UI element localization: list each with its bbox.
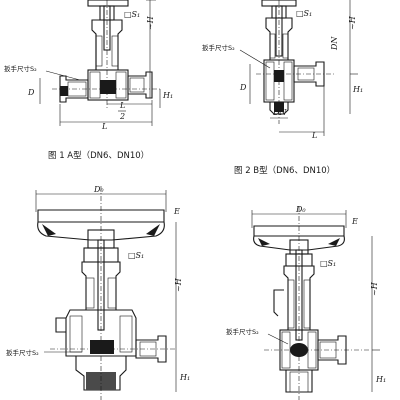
figure-1-caption: 图 1 A型（DN6、DN10） — [48, 150, 149, 161]
dim-e-label: E — [351, 217, 358, 226]
figure-4-valve-handwheel: D₀ E □S₁ ~H H₁ — [226, 205, 386, 400]
dim-s1-label: □S₁ — [128, 251, 144, 260]
dim-h-label: ~H — [370, 281, 379, 296]
dim-l-label: L — [311, 131, 317, 140]
wrench-size-label: 扳手尺寸S₂ — [226, 327, 259, 336]
dim-h-label: ~H — [348, 15, 357, 30]
dim-s1-label: □S₁ — [296, 9, 312, 18]
dim-h1-label: H₁ — [179, 373, 190, 382]
dim-h-label: ~H — [146, 15, 155, 30]
figure-3-valve-handwheel: D₀ E □S₁ ~H H₁ — [6, 185, 190, 400]
figure-2-caption: 图 2 B型（DN6、DN10） — [234, 165, 335, 176]
wrench-size-label: 扳手尺寸S₂ — [202, 43, 235, 52]
dim-h-label: ~H — [174, 277, 183, 292]
dim-h1-label: H₁ — [375, 375, 386, 384]
dim-h1-label: H₁ — [352, 85, 363, 94]
wrench-size-label: 扳手尺寸S₂ — [6, 348, 39, 357]
dim-dn-side-label: DN — [330, 36, 339, 51]
dim-d-label: D — [27, 88, 35, 97]
figure-1-valve-type-a: ~H H₁ □S₁ 扳手尺寸S₂ D L 2 L 图 1 A型（DN6、DN10… — [4, 0, 173, 161]
dim-s1-label: □S₁ — [124, 10, 140, 19]
dim-d0-label: D₀ — [93, 185, 104, 194]
dim-d-label: D — [239, 83, 247, 92]
dim-d0-label: D₀ — [295, 205, 306, 214]
dim-l-label: L — [101, 122, 107, 131]
dim-l-half-den: 2 — [119, 112, 125, 121]
dim-dn-bottom-label: DN — [272, 108, 287, 117]
dim-h1-label: H₁ — [162, 91, 173, 100]
dim-e-label: E — [173, 207, 180, 216]
dim-s1-label: □S₁ — [320, 259, 336, 268]
wrench-size-label: 扳手尺寸S₂ — [4, 64, 37, 73]
figure-2-valve-type-b: ~H H₁ DN □S₁ 扳手尺寸S₂ D DN L 图 2 B型（DN6、DN… — [202, 0, 363, 176]
dim-l-half-num: L — [119, 101, 125, 110]
